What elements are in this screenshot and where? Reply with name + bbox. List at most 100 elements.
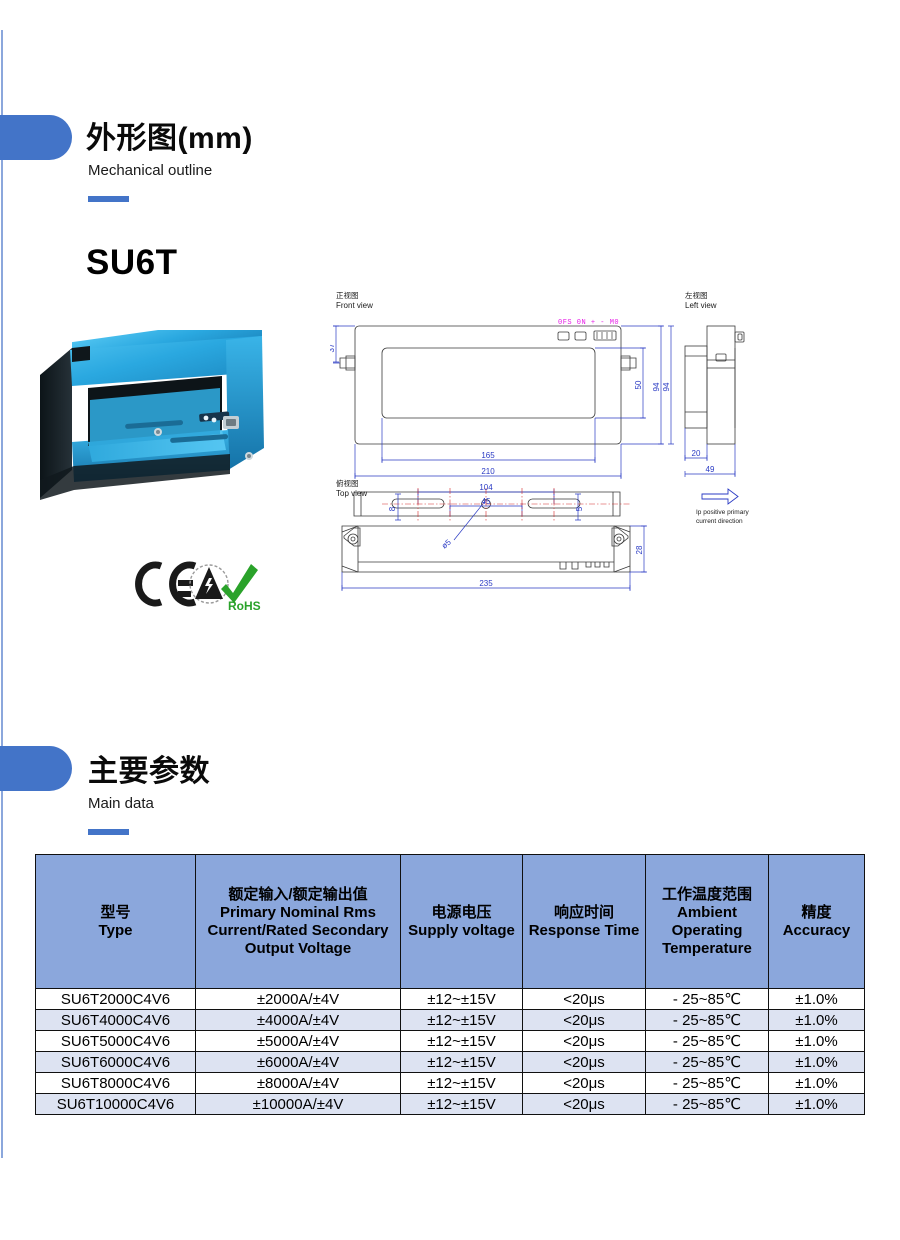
svg-text:94: 94 bbox=[662, 382, 671, 391]
svg-text:165: 165 bbox=[481, 451, 495, 460]
table-row: SU6T10000C4V6±10000A/±4V±12~±15V<20μs- 2… bbox=[35, 1093, 865, 1115]
svg-text:RoHS: RoHS bbox=[228, 599, 261, 613]
section-title-en: Mechanical outline bbox=[88, 162, 213, 179]
top-view-geometry bbox=[341, 491, 631, 573]
table-cell-response-time: <20μs bbox=[522, 988, 646, 1010]
col-header-cn: 精度 bbox=[801, 903, 832, 921]
table-cell-primary-current: ±5000A/±4V bbox=[195, 1030, 401, 1052]
table-cell-type: SU6T10000C4V6 bbox=[35, 1093, 196, 1115]
section-underline bbox=[88, 196, 129, 202]
left-view-label-en: Left view bbox=[685, 301, 717, 310]
ce-mark-glyph bbox=[135, 561, 197, 607]
table-column-header-type: 型号 Type bbox=[35, 854, 196, 989]
table-cell-supply-voltage: ±12~±15V bbox=[400, 988, 523, 1010]
table-column-header-operating-temperature: 工作温度范围 Ambient Operating Temperature bbox=[645, 854, 769, 989]
section-underline bbox=[88, 829, 129, 835]
table-cell-accuracy: ±1.0% bbox=[768, 1030, 865, 1052]
front-view-label-cn: 正视图 bbox=[336, 290, 359, 300]
col-header-en: Response Time bbox=[528, 921, 640, 939]
table-cell-type: SU6T4000C4V6 bbox=[35, 1009, 196, 1031]
col-header-cn: 型号 bbox=[100, 903, 131, 921]
top-view-label-cn: 俯视图 bbox=[336, 478, 359, 488]
svg-text:235: 235 bbox=[479, 579, 493, 588]
front-view-geometry bbox=[339, 325, 637, 445]
product-photo bbox=[30, 330, 280, 515]
table-cell-type: SU6T2000C4V6 bbox=[35, 988, 196, 1010]
col-header-en: Accuracy bbox=[782, 921, 851, 939]
current-direction-note-2: current direction bbox=[696, 518, 743, 525]
rohs-mark-glyph: RoHS bbox=[221, 564, 261, 613]
table-cell-response-time: <20μs bbox=[522, 1030, 646, 1052]
col-header-en: Supply voltage bbox=[408, 921, 515, 939]
table-row: SU6T6000C4V6±6000A/±4V±12~±15V<20μs- 25~… bbox=[35, 1051, 865, 1073]
table-header-row: 型号 Type 额定输入/额定输出值 Primary Nominal Rms C… bbox=[35, 854, 865, 989]
current-direction-note-1: Ip positive primary bbox=[696, 509, 749, 516]
table-cell-supply-voltage: ±12~±15V bbox=[400, 1093, 523, 1115]
svg-text:49: 49 bbox=[706, 465, 715, 474]
table-column-header-primary-current: 额定输入/额定输出值 Primary Nominal Rms Current/R… bbox=[195, 854, 401, 989]
table-cell-accuracy: ±1.0% bbox=[768, 1072, 865, 1094]
section-title-cn: 主要参数 bbox=[88, 755, 210, 788]
table-row: SU6T8000C4V6±8000A/±4V±12~±15V<20μs- 25~… bbox=[35, 1072, 865, 1094]
col-header-cn: 响应时间 bbox=[553, 903, 614, 921]
svg-text:210: 210 bbox=[481, 467, 495, 476]
table-cell-type: SU6T5000C4V6 bbox=[35, 1030, 196, 1052]
front-view-note: 0FS 0N + - M0 bbox=[558, 319, 619, 327]
certification-marks: RoHS bbox=[133, 552, 261, 614]
svg-text:94: 94 bbox=[652, 382, 661, 391]
table-cell-accuracy: ±1.0% bbox=[768, 1051, 865, 1073]
col-header-en: Primary Nominal Rms Current/Rated Second… bbox=[207, 903, 389, 957]
section-title-cn: 外形图(mm) bbox=[86, 122, 253, 155]
esd-mark-glyph bbox=[189, 564, 229, 604]
table-cell-accuracy: ±1.0% bbox=[768, 1093, 865, 1115]
table-cell-response-time: <20μs bbox=[522, 1072, 646, 1094]
svg-text:104: 104 bbox=[479, 483, 493, 492]
svg-text:20: 20 bbox=[692, 449, 701, 458]
section-accent-pill bbox=[0, 115, 72, 160]
col-header-en: Ambient Operating Temperature bbox=[662, 903, 752, 957]
current-direction-indicator: Ip positive primary current direction bbox=[696, 488, 749, 525]
table-cell-operating-temperature: - 25~85℃ bbox=[645, 1030, 769, 1052]
svg-text:50: 50 bbox=[634, 380, 643, 389]
table-cell-primary-current: ±10000A/±4V bbox=[195, 1093, 401, 1115]
table-cell-operating-temperature: - 25~85℃ bbox=[645, 988, 769, 1010]
table-cell-primary-current: ±4000A/±4V bbox=[195, 1009, 401, 1031]
table-cell-supply-voltage: ±12~±15V bbox=[400, 1030, 523, 1052]
table-column-header-accuracy: 精度 Accuracy bbox=[768, 854, 865, 989]
table-cell-supply-voltage: ±12~±15V bbox=[400, 1051, 523, 1073]
table-cell-primary-current: ±8000A/±4V bbox=[195, 1072, 401, 1094]
main-data-table: 型号 Type 额定输入/额定输出值 Primary Nominal Rms C… bbox=[35, 854, 865, 1115]
front-view-label-en: Front view bbox=[336, 301, 373, 310]
table-cell-primary-current: ±2000A/±4V bbox=[195, 988, 401, 1010]
table-cell-type: SU6T8000C4V6 bbox=[35, 1072, 196, 1094]
table-row: SU6T5000C4V6±5000A/±4V±12~±15V<20μs- 25~… bbox=[35, 1030, 865, 1052]
svg-text:28: 28 bbox=[635, 545, 644, 554]
svg-text:8: 8 bbox=[388, 506, 397, 511]
table-cell-response-time: <20μs bbox=[522, 1093, 646, 1115]
table-cell-accuracy: ±1.0% bbox=[768, 988, 865, 1010]
table-row: SU6T2000C4V6±2000A/±4V±12~±15V<20μs- 25~… bbox=[35, 988, 865, 1010]
col-header-cn: 电源电压 bbox=[431, 903, 492, 921]
left-view-label-cn: 左视图 bbox=[685, 290, 708, 300]
table-cell-response-time: <20μs bbox=[522, 1051, 646, 1073]
table-cell-accuracy: ±1.0% bbox=[768, 1009, 865, 1031]
table-cell-operating-temperature: - 25~85℃ bbox=[645, 1072, 769, 1094]
left-view-geometry bbox=[684, 325, 745, 445]
table-column-header-response-time: 响应时间 Response Time bbox=[522, 854, 646, 989]
svg-text:45: 45 bbox=[482, 497, 491, 506]
table-row: SU6T4000C4V6±4000A/±4V±12~±15V<20μs- 25~… bbox=[35, 1009, 865, 1031]
svg-text:37: 37 bbox=[330, 343, 336, 352]
table-cell-response-time: <20μs bbox=[522, 1009, 646, 1031]
table-cell-supply-voltage: ±12~±15V bbox=[400, 1009, 523, 1031]
table-cell-operating-temperature: - 25~85℃ bbox=[645, 1009, 769, 1031]
page-left-rule bbox=[1, 30, 3, 1158]
col-header-cn: 工作温度范围 bbox=[661, 885, 752, 903]
table-body: SU6T2000C4V6±2000A/±4V±12~±15V<20μs- 25~… bbox=[35, 988, 865, 1115]
model-name: SU6T bbox=[86, 243, 178, 282]
svg-text:5: 5 bbox=[575, 506, 584, 511]
table-cell-operating-temperature: - 25~85℃ bbox=[645, 1093, 769, 1115]
table-cell-supply-voltage: ±12~±15V bbox=[400, 1072, 523, 1094]
col-header-en: Type bbox=[98, 921, 133, 939]
table-cell-primary-current: ±6000A/±4V bbox=[195, 1051, 401, 1073]
mechanical-drawing: 正视图 Front view 左视图 Left view 俯视图 Top vie… bbox=[330, 288, 830, 618]
